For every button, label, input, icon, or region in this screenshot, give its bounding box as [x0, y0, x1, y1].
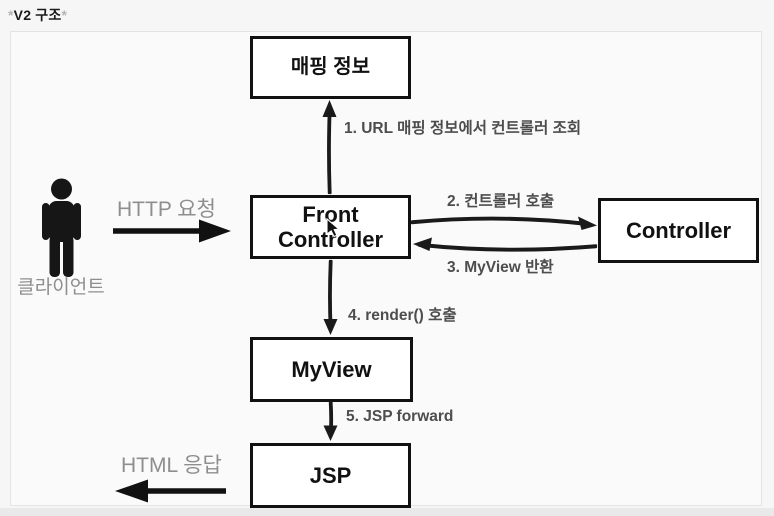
controller-box: Controller: [598, 198, 759, 263]
title-asterisk-right: *: [61, 7, 68, 23]
jsp-box: JSP: [250, 443, 411, 508]
bottom-edge-strip: [0, 508, 774, 516]
html-response-label: HTML 응답: [121, 454, 222, 477]
step4-label: 4. render() 호출: [348, 307, 457, 324]
step5-label: 5. JSP forward: [346, 408, 454, 425]
diagram-panel: [10, 31, 762, 506]
step1-label: 1. URL 매핑 정보에서 컨트롤러 조회: [344, 120, 582, 137]
title-text: V2 구조: [13, 7, 62, 23]
myview-box: MyView: [250, 337, 413, 402]
controller-label: Controller: [625, 217, 732, 243]
title-asterisk-left: *: [8, 7, 14, 23]
front-controller-label: Front Controller: [277, 201, 384, 252]
mapping-info-box: 매핑 정보: [250, 36, 411, 99]
mapping-info-label: 매핑 정보: [290, 56, 371, 78]
http-request-label: HTTP 요청: [117, 198, 216, 221]
step3-label: 3. MyView 반환: [447, 259, 554, 276]
front-controller-box: Front Controller: [250, 195, 411, 259]
jsp-label: JSP: [309, 462, 352, 488]
step2-label: 2. 컨트롤러 호출: [447, 193, 555, 210]
page-title: *V2 구조*: [8, 5, 67, 25]
client-label: 클라이언트: [17, 277, 105, 298]
myview-label: MyView: [291, 356, 372, 382]
